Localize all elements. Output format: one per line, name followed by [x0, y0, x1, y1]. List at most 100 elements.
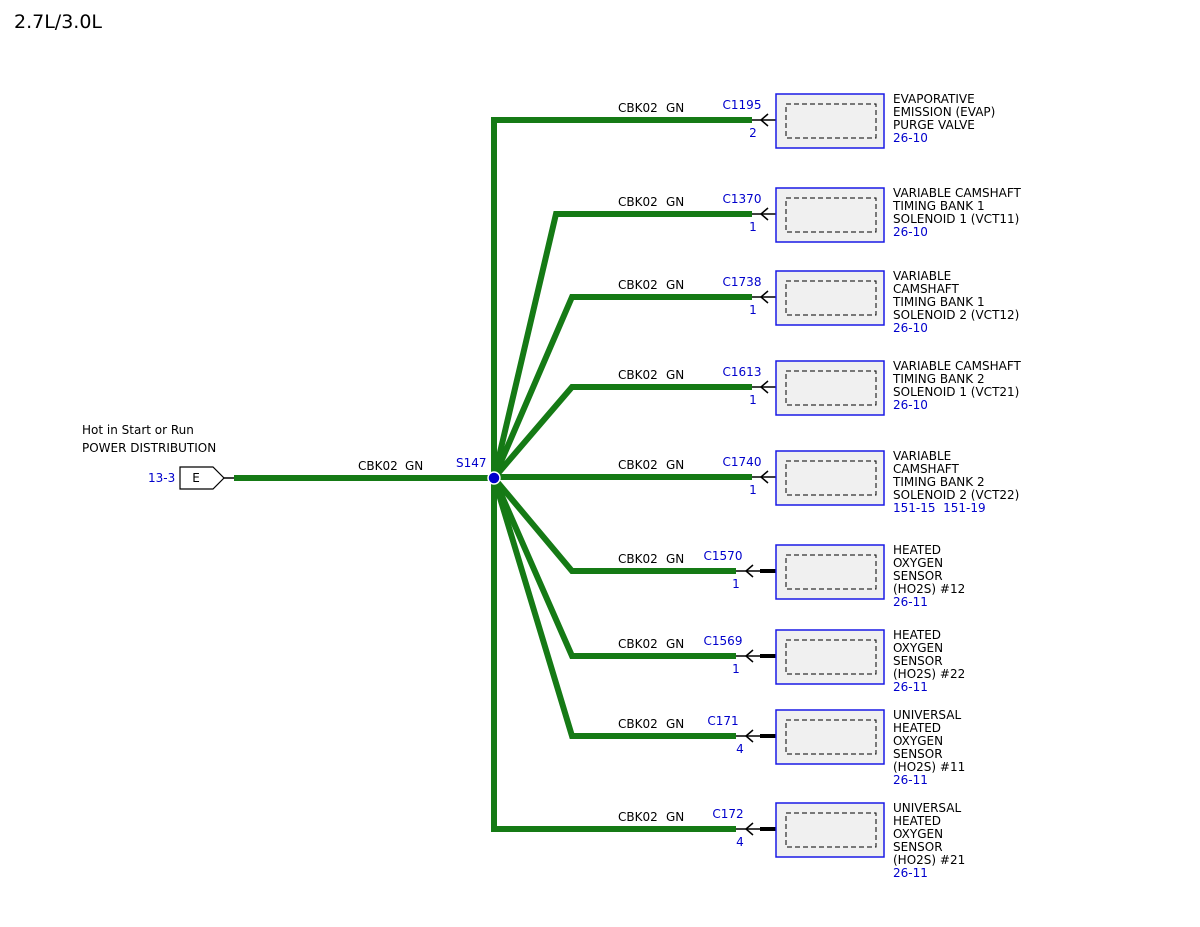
component-box: [775, 187, 885, 243]
pin-number: 1: [749, 303, 757, 317]
pin-number: 1: [749, 220, 757, 234]
branch-wire: [491, 117, 752, 478]
component-name-line: TIMING BANK 1: [892, 295, 985, 309]
component-page-reference[interactable]: 26-11: [893, 595, 928, 609]
connector-arrow-icon: [759, 290, 769, 304]
component-name-line: HEATED: [893, 721, 941, 735]
component-box: [775, 709, 885, 765]
branch-wire-color: GN: [666, 458, 684, 472]
connector-arrow-icon: [759, 207, 769, 221]
source-connector-shape: [179, 466, 225, 490]
branch-wire-circuit: CBK02: [618, 101, 658, 115]
branch-wire-color: GN: [666, 810, 684, 824]
pin-number: 1: [732, 662, 740, 676]
component-name-line: SENSOR: [893, 654, 943, 668]
component-name-line: HEATED: [893, 814, 941, 828]
connector-id: C1740: [723, 455, 762, 469]
component-name-line: (HO2S) #12: [893, 582, 965, 596]
branch-wire-circuit: CBK02: [618, 810, 658, 824]
component-box-inner: [785, 460, 877, 496]
branch-wire-color: GN: [666, 637, 684, 651]
component-page-reference[interactable]: 26-11: [893, 680, 928, 694]
component-name-line: HEATED: [893, 543, 941, 557]
component-name-line: SENSOR: [893, 747, 943, 761]
component-box: [775, 629, 885, 685]
pin-number: 1: [732, 577, 740, 591]
branch-wire: [491, 384, 752, 480]
connector-id: C1570: [704, 549, 743, 563]
component-name-line: VARIABLE CAMSHAFT: [893, 359, 1022, 373]
component-box: [775, 93, 885, 149]
component-name-line: (HO2S) #22: [893, 667, 965, 681]
branch-wire: [491, 474, 752, 480]
pin-number: 4: [736, 835, 744, 849]
connector-id: C1195: [723, 98, 762, 112]
sensor-terminal: [760, 654, 776, 658]
component-name-line: SOLENOID 1 (VCT11): [893, 212, 1019, 226]
source-reference[interactable]: 13-3: [148, 471, 175, 485]
component-page-reference[interactable]: 26-11: [893, 866, 928, 880]
component-name-line: (HO2S) #11: [893, 760, 965, 774]
component-name-line: UNIVERSAL: [893, 801, 961, 815]
component-name-line: TIMING BANK 1: [892, 199, 985, 213]
component-name-line: OXYGEN: [893, 556, 943, 570]
component-box-inner: [785, 639, 877, 675]
branch-wire-color: GN: [666, 101, 684, 115]
component-name-line: UNIVERSAL: [893, 708, 961, 722]
splice-point: [487, 471, 501, 485]
connector-id: C1569: [704, 634, 743, 648]
component-box-inner: [785, 280, 877, 316]
component-page-reference[interactable]: 151-15 151-19: [893, 501, 986, 515]
component-name-line: VARIABLE CAMSHAFT: [893, 186, 1022, 200]
component-page-reference[interactable]: 26-11: [893, 773, 928, 787]
component-name-line: SOLENOID 1 (VCT21): [893, 385, 1019, 399]
component-page-reference[interactable]: 26-10: [893, 398, 928, 412]
component-name-line: EMISSION (EVAP): [893, 105, 995, 119]
component-name-line: VARIABLE: [893, 269, 951, 283]
component-box: [775, 270, 885, 326]
component-page-reference[interactable]: 26-10: [893, 321, 928, 335]
splice-label: S147: [456, 456, 487, 470]
component-box: [775, 450, 885, 506]
connector-arrow-icon: [759, 470, 769, 484]
component-box-inner: [785, 719, 877, 755]
branch-wire-circuit: CBK02: [618, 195, 658, 209]
component-page-reference[interactable]: 26-10: [893, 225, 928, 239]
component-name-line: OXYGEN: [893, 734, 943, 748]
component-name-line: (HO2S) #21: [893, 853, 965, 867]
connector-id: C1613: [723, 365, 762, 379]
branch-wire: [491, 476, 736, 574]
branch-wire-circuit: CBK02: [618, 368, 658, 382]
component-name-line: SOLENOID 2 (VCT22): [893, 488, 1019, 502]
connector-id: C1738: [723, 275, 762, 289]
connector-id: C1370: [723, 192, 762, 206]
component-box: [775, 802, 885, 858]
component-name-line: SOLENOID 2 (VCT12): [893, 308, 1019, 322]
component-name-line: HEATED: [893, 628, 941, 642]
component-box-inner: [785, 370, 877, 406]
pin-number: 1: [749, 483, 757, 497]
branch-wire-color: GN: [666, 278, 684, 292]
branch-wire-color: GN: [666, 368, 684, 382]
connector-id: C172: [712, 807, 743, 821]
diagram-title: 2.7L/3.0L: [14, 11, 102, 33]
branch-wire: [491, 211, 752, 479]
power-source: Hot in Start or Run POWER DISTRIBUTION 1…: [82, 423, 494, 490]
component-page-reference[interactable]: 26-10: [893, 131, 928, 145]
branch-wire-circuit: CBK02: [618, 637, 658, 651]
branch-wire-color: GN: [666, 552, 684, 566]
branch-wire: [491, 478, 736, 832]
component-name-line: SENSOR: [893, 569, 943, 583]
branch-wire-color: GN: [666, 195, 684, 209]
branch-wire-color: GN: [666, 717, 684, 731]
component-name-line: CAMSHAFT: [893, 462, 959, 476]
